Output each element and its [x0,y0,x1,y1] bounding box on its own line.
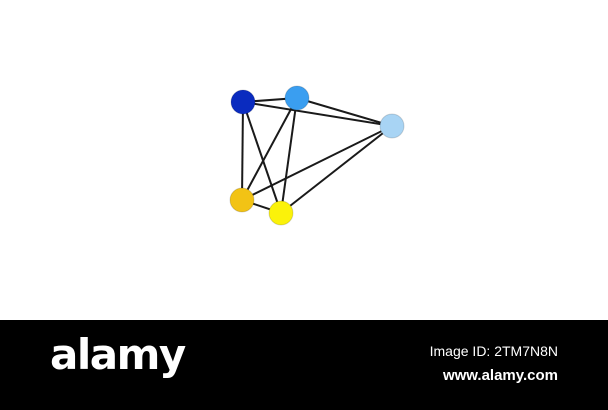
node-orange-yellow [229,187,255,213]
edge-dark-blue-yellow [242,101,282,214]
watermark-footer [0,320,608,410]
node-dark-blue [230,89,256,115]
edge-blue-light-blue [296,97,393,127]
edge-dark-blue-orange-yellow [241,101,244,201]
image-id-label: Image ID: 2TM7N8N [429,343,558,359]
node-yellow [268,200,294,226]
edge-dark-blue-light-blue [242,101,393,127]
edge-light-blue-yellow [280,125,393,214]
edge-light-blue-orange-yellow [241,125,393,201]
brand-logo: alamy [50,330,186,379]
node-blue [284,85,310,111]
node-light-blue [379,113,405,139]
diagram-canvas [229,85,405,226]
site-url-label: www.alamy.com [442,367,558,384]
edge-blue-yellow [280,97,298,214]
network-graph [229,85,405,226]
edge-blue-orange-yellow [241,97,298,201]
